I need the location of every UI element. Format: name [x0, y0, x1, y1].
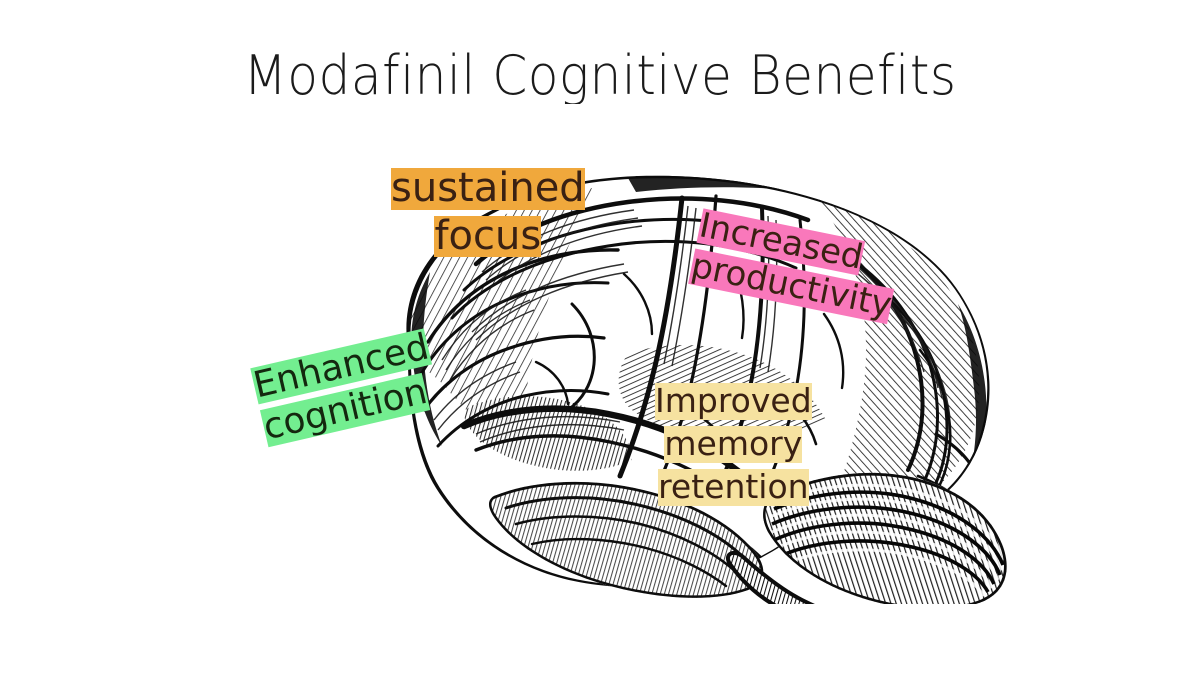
label-improved-memory-retention[interactable]: Improved memory retention: [648, 381, 819, 510]
label-line: memory: [664, 423, 803, 463]
brain-stem-group: [725, 551, 815, 604]
label-line: sustained: [391, 165, 585, 211]
label-line: focus: [434, 212, 542, 259]
label-sustained-focus[interactable]: sustained focus: [384, 166, 592, 261]
label-line: Improved: [655, 381, 812, 420]
page-title: Modafinil Cognitive Benefits: [243, 44, 957, 107]
label-line: retention: [658, 466, 809, 506]
